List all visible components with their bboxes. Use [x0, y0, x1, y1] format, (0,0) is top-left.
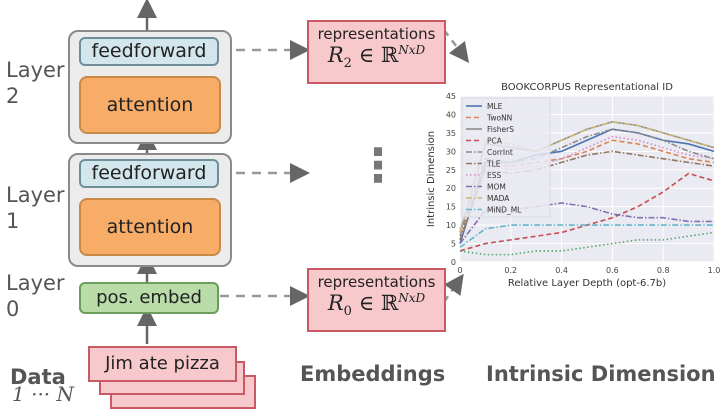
x-tick-label: 0.4 — [555, 266, 568, 275]
x-tick-label: 0.8 — [657, 266, 670, 275]
x-tick-label: 0.2 — [504, 266, 517, 275]
y-axis-label: Intrinsic Dimension — [426, 131, 437, 227]
y-tick-label: 5 — [451, 240, 456, 249]
data-label: Data — [10, 365, 66, 389]
series-line — [459, 128, 715, 237]
input-card-front: Jim ate pizza — [88, 346, 237, 382]
y-tick-label: 10 — [446, 221, 456, 230]
y-tick-label: 30 — [446, 147, 456, 156]
y-tick-label: 20 — [446, 184, 456, 193]
representations-label: representations — [317, 25, 436, 43]
layer-word: Layer — [6, 271, 65, 295]
layer-number: 1 — [6, 209, 20, 234]
legend-entry: PCA — [487, 137, 503, 146]
ellipsis-dots: ⋮ — [355, 138, 401, 192]
layer-label-1: Layer 1 — [6, 182, 65, 235]
dash-rep0-to-chart — [442, 273, 464, 303]
legend-entry: MOM — [487, 183, 506, 192]
layer-word: Layer — [6, 58, 65, 82]
data-range: 1 ··· N — [12, 382, 75, 406]
x-axis-label: Relative Layer Depth (opt-6.7b) — [508, 278, 666, 289]
representations-box-layer2: representations R2 ∈ ℝNxD — [307, 20, 446, 84]
attention-box-layer2: attention — [79, 76, 221, 134]
attention-box-layer1: attention — [79, 198, 221, 256]
layer-label-2: Layer 2 — [6, 57, 65, 110]
layer-word: Layer — [6, 183, 65, 207]
series-line — [459, 224, 714, 248]
representations-box-layer0: representations R0 ∈ ℝNxD — [307, 268, 446, 332]
series-line — [459, 172, 715, 252]
series-line — [459, 231, 715, 256]
y-tick-label: 40 — [446, 110, 456, 119]
feedforward-box-layer2: feedforward — [79, 37, 219, 66]
legend-entry: MiND_ML — [487, 206, 522, 215]
y-tick-label: 45 — [446, 92, 456, 101]
legend-entry: CorrInt — [487, 148, 513, 157]
layer-label-0: Layer 0 — [6, 270, 65, 323]
y-tick-label: 35 — [446, 129, 456, 138]
legend-entry: TwoNN — [486, 114, 512, 123]
representation-math-r0: R0 ∈ ℝNxD — [327, 291, 426, 320]
y-tick-label: 0 — [451, 258, 456, 267]
legend-entry: FisherS — [487, 125, 514, 134]
representation-math-r2: R2 ∈ ℝNxD — [327, 43, 426, 72]
layer-number: 0 — [6, 297, 20, 322]
dash-rep2-to-chart — [443, 29, 470, 63]
x-tick-label: 1.0 — [708, 266, 721, 275]
y-tick-label: 15 — [446, 203, 456, 212]
x-tick-label: 0.6 — [606, 266, 619, 275]
legend-entry: ESS — [487, 171, 501, 180]
x-tick-label: 0 — [457, 266, 462, 275]
legend-entry: MADA — [487, 194, 510, 203]
legend-entry: MLE — [487, 102, 503, 111]
feedforward-box-layer1: feedforward — [79, 159, 219, 188]
intrinsic-dimension-chart: 0 5 10 15 20 25 30 35 40 45 0 0.2 0.4 0.6 0.8 1.0 MLE Two… — [426, 82, 721, 289]
intrinsic-dimension-label: Intrinsic Dimension — [486, 362, 716, 386]
legend-entry: TLE — [486, 160, 501, 169]
embeddings-label: Embeddings — [300, 362, 446, 386]
pos-embed-box: pos. embed — [79, 282, 219, 314]
representations-label: representations — [317, 273, 436, 291]
layer-number: 2 — [6, 84, 20, 109]
y-tick-label: 25 — [446, 166, 456, 175]
chart-title: BOOKCORPUS Representational ID — [501, 82, 673, 93]
